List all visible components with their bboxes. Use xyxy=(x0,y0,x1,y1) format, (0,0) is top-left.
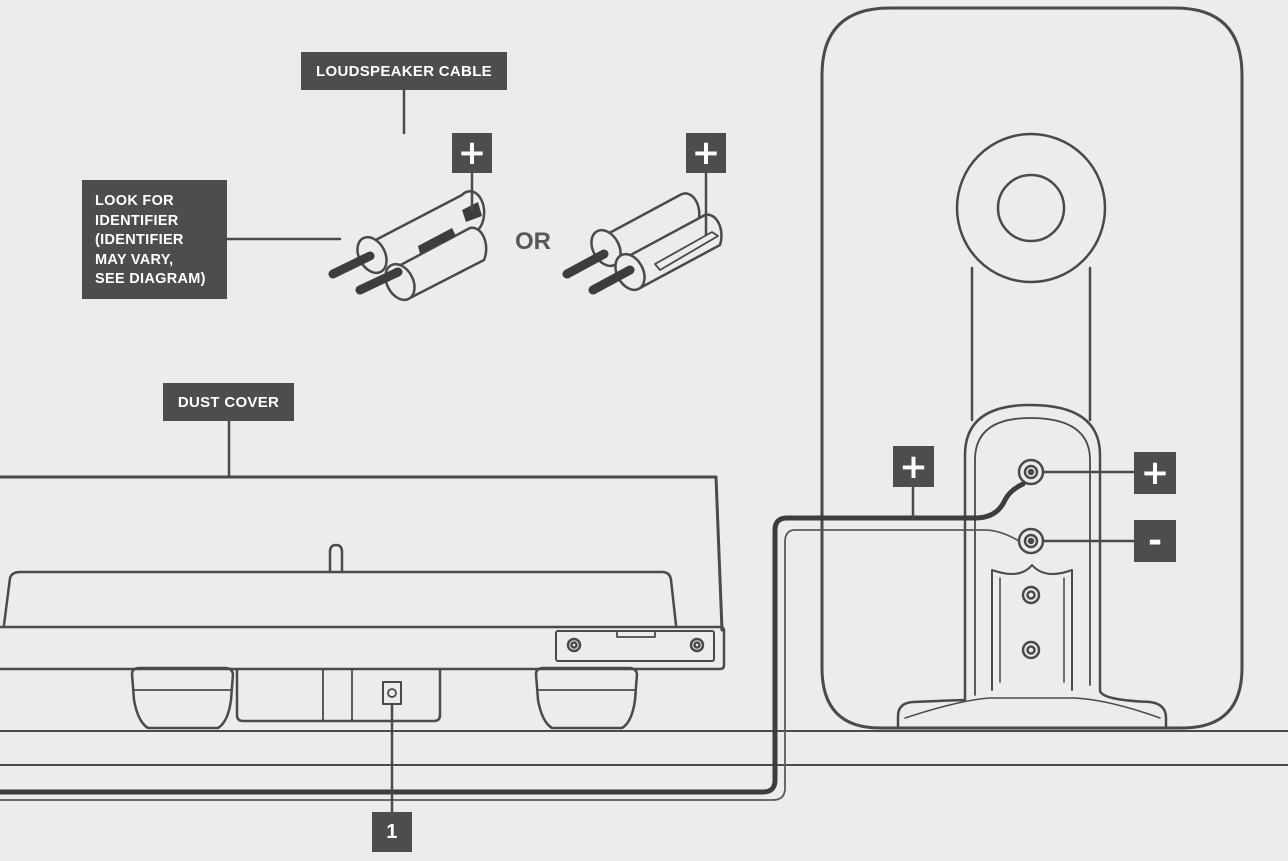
speaker-cabinet xyxy=(820,6,1244,730)
cable-connector-icon xyxy=(328,190,723,302)
plinth xyxy=(0,625,726,671)
speaker-stand xyxy=(896,403,1168,730)
speaker-port-panel xyxy=(970,266,1092,422)
speaker-cable-run xyxy=(0,481,1026,801)
spindle xyxy=(328,543,344,574)
plus-sign-connector-a: + xyxy=(452,133,492,173)
callout-1: 1 xyxy=(372,812,412,852)
dust-cover-outline xyxy=(0,475,724,632)
turntable-foot-left xyxy=(130,666,235,730)
identifier-label: LOOK FOR IDENTIFIER (IDENTIFIER MAY VARY… xyxy=(82,180,227,299)
shelf-lines xyxy=(0,730,1288,766)
speaker-tweeter xyxy=(996,173,1066,243)
identifier-line-5: SEE DIAGRAM) xyxy=(95,271,206,287)
speaker-driver xyxy=(955,132,1107,284)
identifier-line-1: LOOK FOR xyxy=(95,193,174,209)
turntable xyxy=(0,475,726,730)
turntable-rear-box xyxy=(235,667,442,723)
identifier-line-2: IDENTIFIER xyxy=(95,212,179,229)
minus-sign-terminal: - xyxy=(1134,520,1176,562)
plus-sign-connector-b: + xyxy=(686,133,726,173)
speaker-terminal-icon xyxy=(1017,458,1045,660)
turntable-foot-right xyxy=(534,666,639,730)
dust-cover-label: DUST COVER xyxy=(163,383,294,421)
plus-sign-cable: + xyxy=(893,446,934,487)
or-text: OR xyxy=(515,228,551,255)
identifier-line-3: (IDENTIFIER xyxy=(95,232,184,248)
identifier-line-4: MAY VARY, xyxy=(95,251,174,268)
plus-sign-terminal: + xyxy=(1134,452,1176,494)
loudspeaker-cable-label: LOUDSPEAKER CABLE xyxy=(301,52,507,90)
speaker xyxy=(820,6,1244,730)
platter xyxy=(2,570,678,627)
